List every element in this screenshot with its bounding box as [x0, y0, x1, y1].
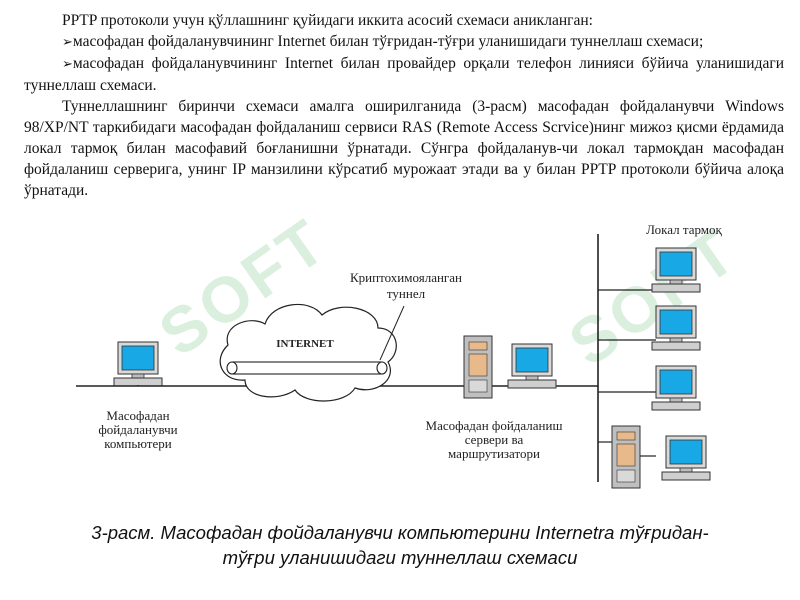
tunnel-icon — [226, 361, 388, 375]
lan-server-icon — [611, 425, 641, 489]
internet-cloud-icon — [219, 303, 397, 402]
server-icon — [463, 335, 493, 399]
bullet-text: масофадан фойдаланувчининг Internet била… — [72, 33, 704, 50]
server-label: маршрутизатори — [448, 446, 540, 461]
lan-computer-icon — [651, 305, 701, 351]
internet-label: INTERNET — [276, 338, 334, 350]
remote-label: компьютери — [104, 436, 172, 451]
tunnel-pointer — [379, 305, 405, 361]
lan-label: Локал тармоқ — [646, 222, 722, 237]
lan-computer-icon — [661, 435, 711, 481]
caption-line: 3-расм. Масофадан фойдаланувчи компьютер… — [91, 522, 709, 543]
caption-line: тўғри уланишидаги туннеллаш схемаси — [222, 547, 578, 568]
intro-paragraph: PPTP протоколи учун қўллашнинг қуйидаги … — [62, 12, 593, 29]
server-label: Масофадан фойдаланиш — [426, 418, 563, 433]
tunnel-label: Криптохимояланган — [350, 270, 462, 285]
server-computer-icon — [507, 343, 557, 389]
lan-computer-icon — [651, 247, 701, 293]
main-paragraph: Туннеллашнинг биринчи схемаси амалга оши… — [24, 98, 784, 199]
lan-computer-icon — [651, 365, 701, 411]
remote-computer-icon — [113, 341, 163, 387]
tunnel-label: туннел — [387, 286, 426, 301]
body-text: PPTP протоколи учун қўллашнинг қуйидаги … — [24, 10, 784, 201]
bullet-item: ➢масофадан фойдаланувчининг Internet бил… — [24, 31, 784, 53]
network-diagram: Масофадан фойдаланувчи компьютери INTERN… — [0, 220, 800, 510]
bullet-arrow-icon: ➢ — [62, 57, 73, 72]
remote-label: фойдаланувчи — [98, 422, 177, 437]
remote-label: Масофадан — [106, 408, 169, 423]
bullet-arrow-icon: ➢ — [62, 35, 73, 50]
server-label: сервери ва — [465, 432, 524, 447]
bullet-item: ➢масофадан фойдаланувчининг Internet бил… — [24, 53, 784, 96]
figure-caption: 3-расм. Масофадан фойдаланувчи компьютер… — [40, 520, 760, 570]
bullet-text: масофадан фойдаланувчининг Internet била… — [24, 55, 784, 94]
